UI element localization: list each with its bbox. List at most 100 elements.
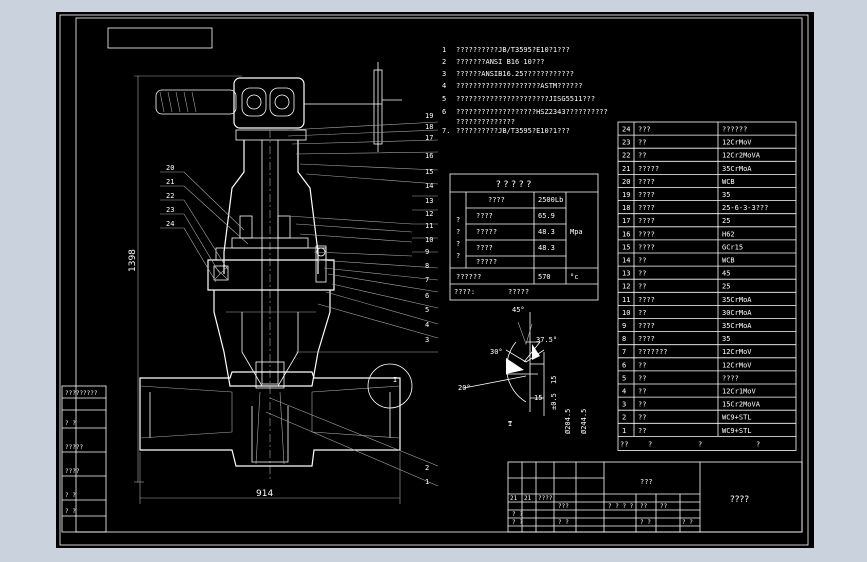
angle-20: 20° <box>458 384 471 392</box>
part-name: ??????? <box>638 348 668 356</box>
part-no: 11 <box>622 296 630 304</box>
part-name: ?? <box>638 361 646 369</box>
part-material: 35 <box>722 335 730 343</box>
part-no: 4 <box>622 388 626 396</box>
right-callouts: 19 18 17 16 15 14 13 12 11 10 9 8 7 6 5 … <box>425 112 433 486</box>
drawing-name: ??? <box>640 478 653 486</box>
part-name: ??? <box>638 126 651 134</box>
part-name: ????? <box>638 165 659 173</box>
part-material: ???? <box>722 374 739 382</box>
callout-9: 9 <box>425 248 429 256</box>
part-no: 8 <box>622 335 626 343</box>
svg-text:??????: ?????? <box>456 273 481 281</box>
part-no: 18 <box>622 204 630 212</box>
detail-mark-2: I <box>508 420 512 428</box>
svg-text:2500Lb: 2500Lb <box>538 196 563 204</box>
callout-16: 16 <box>425 152 433 160</box>
part-name: ?? <box>638 270 646 278</box>
callout-12: 12 <box>425 210 433 218</box>
svg-text:3: 3 <box>442 70 446 78</box>
callout-5: 5 <box>425 306 429 314</box>
svg-text:?: ? <box>456 228 460 236</box>
valve-drawing: ????????? ? ? ????? ???? ? ? ? ? <box>59 14 809 546</box>
left-strip: ????????? ? ? ????? ???? ? ? ? ? <box>61 385 107 533</box>
callout-13: 13 <box>425 197 433 205</box>
svg-text:570: 570 <box>538 273 551 281</box>
left-strip-3: ???? <box>65 468 80 475</box>
part-no: 2 <box>622 414 626 422</box>
parts-header-cell: ? <box>648 440 652 448</box>
part-material: 35CrMoA <box>722 296 752 304</box>
svg-text:°c: °c <box>570 273 578 281</box>
part-no: 21 <box>622 165 630 173</box>
part-name: ???? <box>638 243 655 251</box>
part-name: ?? <box>638 427 646 435</box>
callout-7: 7 <box>425 276 429 284</box>
svg-text:? ?: ? ? <box>558 519 569 526</box>
callout-23: 23 <box>166 206 174 214</box>
part-name: ???? <box>638 217 655 225</box>
drawing-canvas[interactable]: ????????? ? ? ????? ???? ? ? ? ? <box>56 12 814 548</box>
part-name: ???? <box>638 322 655 330</box>
part-name: ?? <box>638 388 646 396</box>
part-material: 25-6-3-3??? <box>722 204 768 212</box>
parts-header-cell: ?? <box>620 440 628 448</box>
part-name: ???? <box>638 335 655 343</box>
svg-text:?: ? <box>456 252 460 260</box>
parts-header-cell: ? <box>756 440 760 448</box>
width-dim: 914 <box>256 489 273 499</box>
svg-text:???: ??? <box>558 503 569 510</box>
svg-text:??: ?? <box>660 503 668 510</box>
svg-text:??????????????????????JISG5511: ??????????????????????JISG5511??? <box>456 95 595 103</box>
part-name: ???? <box>638 191 655 199</box>
part-no: 9 <box>622 322 626 330</box>
part-material: WCB <box>722 178 735 186</box>
part-name: ???? <box>638 230 655 238</box>
part-name: ?? <box>638 283 646 291</box>
svg-text:??????????JB/T3595?E10?1???: ??????????JB/T3595?E10?1??? <box>456 46 570 54</box>
left-strip-5: ? ? <box>65 508 76 515</box>
svg-text:48.3: 48.3 <box>538 244 555 252</box>
callout-4: 4 <box>425 321 429 329</box>
part-no: 1 <box>622 427 626 435</box>
svg-text:????: ???? <box>476 212 493 220</box>
svg-text:Mpa: Mpa <box>570 228 583 236</box>
part-no: 19 <box>622 191 630 199</box>
part-name: ?? <box>638 139 646 147</box>
callout-21: 21 <box>166 178 174 186</box>
svg-text:48.3: 48.3 <box>538 228 555 236</box>
svg-text:????: ???? <box>476 244 493 252</box>
part-name: ???? <box>638 178 655 186</box>
angle-30: 30° <box>490 348 503 356</box>
svg-text:1: 1 <box>442 46 446 54</box>
part-name: ?? <box>638 309 646 317</box>
part-material: 12Cr2MoVA <box>722 152 761 160</box>
callout-20: 20 <box>166 164 174 172</box>
angle-45: 45° <box>512 306 525 314</box>
callout-11: 11 <box>425 222 433 230</box>
part-material: ?????? <box>722 126 747 134</box>
dim-d244: Ø244.5 <box>580 409 588 434</box>
part-no: 17 <box>622 217 630 225</box>
parts-frame <box>617 121 797 451</box>
part-no: 3 <box>622 401 626 409</box>
part-material: 45 <box>722 270 730 278</box>
svg-text:??????ANSIB16.25????????????: ??????ANSIB16.25???????????? <box>456 70 574 78</box>
part-no: 14 <box>622 257 630 265</box>
part-name: ?? <box>638 257 646 265</box>
svg-text:??: ?? <box>640 503 648 510</box>
svg-text:???????????????????HSZ2343????: ???????????????????HSZ2343?????????? <box>456 108 608 116</box>
weld-detail: 45° 37.5° 30° 20° 15 ±0.5 15 Ø204.5 Ø244… <box>458 306 588 434</box>
left-strip-4: ? ? <box>65 492 76 499</box>
svg-text:????:: ????: <box>454 288 475 296</box>
parts-list: 24?????????23??12CrMoV22??12Cr2MoVA21???… <box>617 121 797 451</box>
svg-text:???????ANSI B16 10???: ???????ANSI B16 10??? <box>456 58 545 66</box>
svg-text:65.9: 65.9 <box>538 212 555 220</box>
gate-valve-section <box>134 62 439 504</box>
svg-text:5: 5 <box>442 95 446 103</box>
part-material: 12Cr1MoV <box>722 388 757 396</box>
part-material: 12CrMoV <box>722 348 752 356</box>
part-no: 20 <box>622 178 630 186</box>
part-name: ???? <box>638 296 655 304</box>
part-no: 15 <box>622 243 630 251</box>
